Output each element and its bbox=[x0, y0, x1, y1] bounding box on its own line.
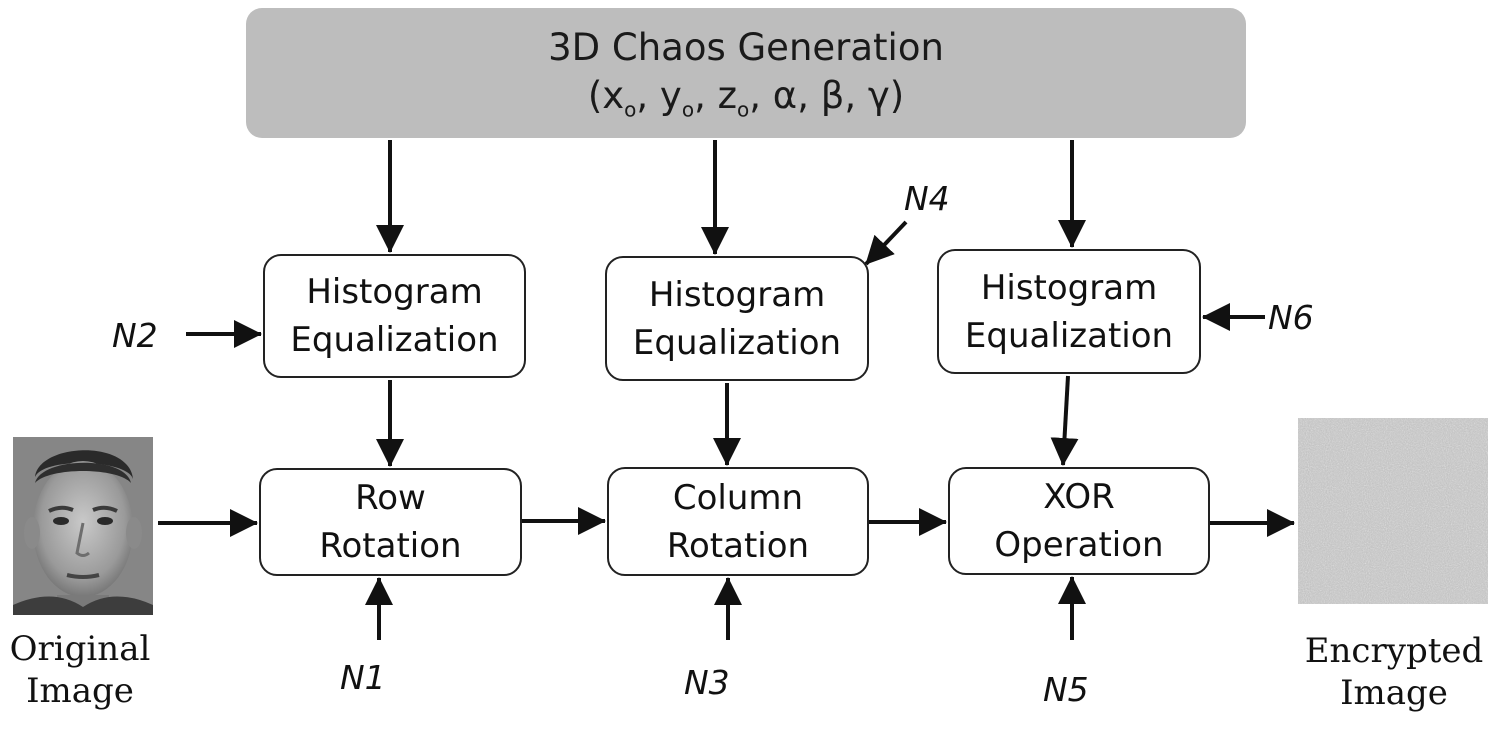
input-label-n3: N3 bbox=[684, 663, 730, 702]
row-rotation-box: Row Rotation bbox=[259, 468, 522, 576]
input-label-n2: N2 bbox=[112, 316, 158, 355]
box-label-line2: Equalization bbox=[632, 322, 842, 363]
box-label-line1: Row bbox=[355, 478, 426, 518]
encrypted-image-caption: Encrypted Image bbox=[1296, 630, 1492, 714]
box-label-line1: Histogram bbox=[648, 274, 826, 315]
caption-line1: Original bbox=[9, 629, 151, 669]
arrow-n4-to-hist2 bbox=[864, 220, 908, 266]
noise-image bbox=[1298, 418, 1488, 604]
face-image bbox=[13, 437, 153, 615]
input-label-n4: N4 bbox=[904, 179, 950, 218]
box-label-line2: Rotation bbox=[319, 526, 462, 566]
column-rotation-box: Column Rotation bbox=[607, 467, 869, 576]
arrow-hist3-to-xor bbox=[1050, 375, 1079, 466]
histogram-equalization-box-3: Histogram Equalization bbox=[937, 249, 1201, 374]
chaos-generation-title: 3D Chaos Generation bbox=[548, 26, 944, 69]
box-label-line2: Rotation bbox=[666, 525, 810, 566]
box-label-line1: Histogram bbox=[306, 272, 483, 312]
box-label-line2: Equalization bbox=[964, 315, 1174, 356]
caption-line1: Encrypted bbox=[1304, 631, 1484, 671]
input-label-n6: N6 bbox=[1268, 298, 1314, 337]
box-label-line1: Histogram bbox=[980, 267, 1158, 308]
box-label-line1: XOR bbox=[1043, 477, 1115, 517]
original-image-caption: Original Image bbox=[0, 628, 160, 712]
input-label-n5: N5 bbox=[1043, 670, 1089, 709]
chaos-parameters: (xo, yo, zo, α, β, γ) bbox=[587, 74, 905, 122]
xor-operation-box: XOR Operation bbox=[948, 467, 1210, 575]
box-label-line1: Column bbox=[672, 477, 804, 518]
box-label-line2: Operation bbox=[994, 525, 1164, 565]
input-label-n1: N1 bbox=[340, 658, 386, 697]
chaos-generation-block: 3D Chaos Generation (xo, yo, zo, α, β, γ… bbox=[246, 8, 1246, 138]
histogram-equalization-box-2: Histogram Equalization bbox=[605, 256, 869, 381]
caption-line2: Image bbox=[1340, 673, 1448, 713]
histogram-equalization-box-1: Histogram Equalization bbox=[263, 254, 526, 378]
caption-line2: Image bbox=[26, 671, 134, 711]
box-label-line2: Equalization bbox=[290, 320, 499, 360]
original-face-image bbox=[13, 437, 153, 615]
encrypted-noise-image bbox=[1298, 418, 1488, 604]
